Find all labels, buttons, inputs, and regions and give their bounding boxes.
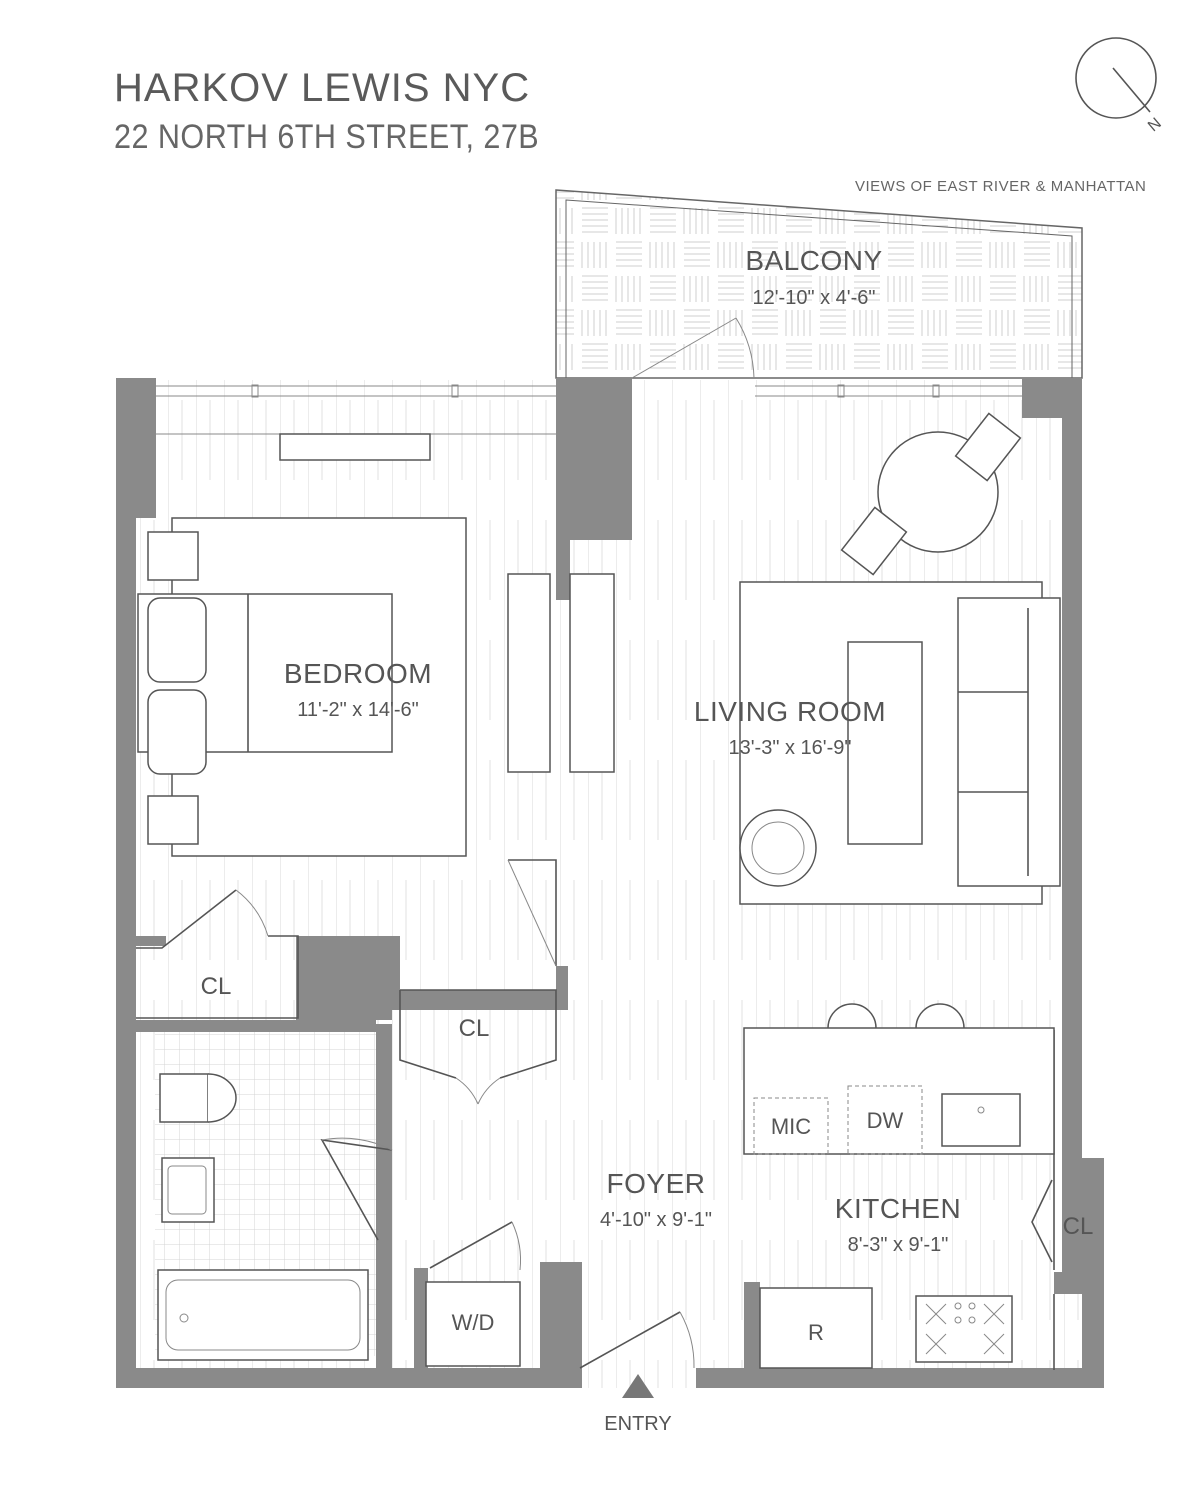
balcony-dims: 12'-10" x 4'-6" xyxy=(752,287,875,309)
bedroom-furniture xyxy=(137,433,551,857)
entry-label: ENTRY xyxy=(604,1413,671,1435)
compass-north-label: N xyxy=(1145,115,1165,135)
living-room-name: LIVING ROOM xyxy=(694,696,886,727)
balcony-name: BALCONY xyxy=(745,245,882,276)
listing-title: HARKOV LEWIS NYC xyxy=(114,66,531,110)
bedroom-dims: 11'-2" x 14'-6" xyxy=(297,699,419,721)
bedroom-closet-label: CL xyxy=(201,973,232,1000)
foyer-dims: 4'-10" x 9'-1" xyxy=(600,1209,712,1231)
door-swings xyxy=(235,317,755,1369)
refrigerator-label: R xyxy=(808,1320,824,1345)
views-note: VIEWS OF EAST RIVER & MANHATTAN xyxy=(855,178,1147,195)
washer-dryer-label: W/D xyxy=(452,1310,495,1335)
balcony xyxy=(555,189,1083,379)
microwave-label: MIC xyxy=(771,1114,811,1139)
washer-dryer xyxy=(425,1281,521,1367)
hall-closet-label: CL xyxy=(459,1015,490,1042)
bedroom-name: BEDROOM xyxy=(284,658,432,689)
entry-arrow-icon xyxy=(622,1374,654,1398)
listing-address: 22 NORTH 6TH STREET, 27B xyxy=(114,118,540,156)
living-room-dims: 13'-3" x 16'-9" xyxy=(728,737,851,759)
kitchen-closet-label: CL xyxy=(1063,1213,1094,1240)
bathroom-fixtures xyxy=(157,1073,369,1361)
dishwasher-label: DW xyxy=(867,1108,904,1133)
kitchen-dims: 8'-3" x 9'-1" xyxy=(848,1234,949,1256)
kitchen-name: KITCHEN xyxy=(835,1193,961,1224)
living-furniture xyxy=(569,412,1061,1029)
foyer-name: FOYER xyxy=(607,1168,706,1199)
walls xyxy=(116,378,1104,1388)
kitchen-counters xyxy=(743,1027,1055,1369)
north-compass-icon: N xyxy=(1075,37,1165,135)
